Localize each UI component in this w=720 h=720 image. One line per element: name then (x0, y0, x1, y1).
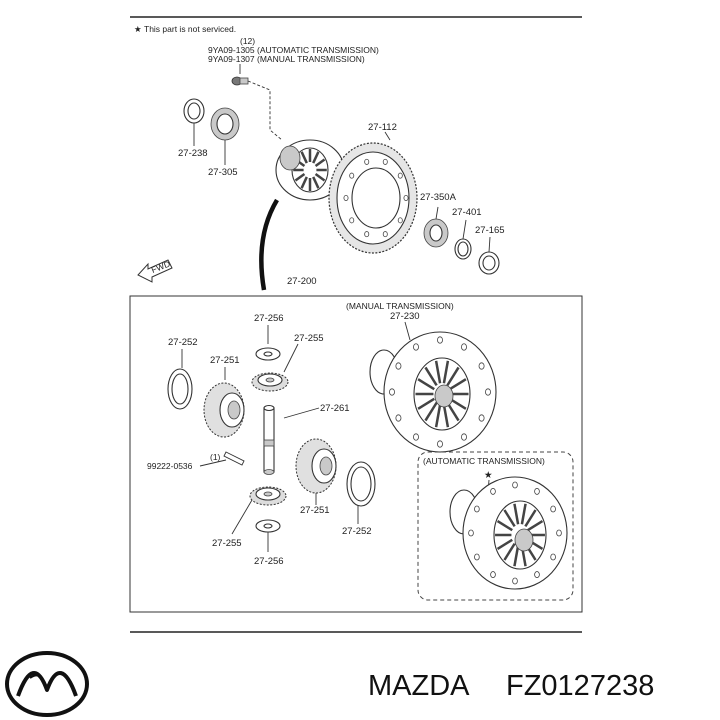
label-27-252-left: 27-252 (168, 337, 198, 348)
bearing-right (423, 218, 449, 248)
pinion-gear-bottom (249, 486, 287, 506)
label-27-256-top: 27-256 (254, 313, 284, 324)
label-27-255-bottom: 27-255 (212, 538, 242, 549)
label-27-255-top: 27-255 (294, 333, 324, 344)
bearing-left (210, 107, 240, 141)
label-27-200: 27-200 (287, 276, 317, 287)
shim-ring (454, 238, 472, 260)
thrust-washer-left (167, 368, 193, 410)
label-27-305: 27-305 (208, 167, 238, 178)
bolt-qty: (12) (240, 36, 255, 46)
label-27-230: 27-230 (390, 311, 420, 322)
exploded-box (129, 295, 583, 613)
thrust-washer-right (346, 461, 376, 507)
manual-title: (MANUAL TRANSMISSION) (346, 301, 454, 311)
thrust-washer-top (255, 347, 281, 361)
pin-code: 99222-0536 (147, 461, 193, 471)
side-gear-right (295, 438, 337, 494)
footer-brand: MAZDA (368, 670, 470, 702)
thrust-washer-bottom (255, 519, 281, 533)
label-27-165: 27-165 (475, 225, 505, 236)
label-27-256-bottom: 27-256 (254, 556, 284, 567)
oil-seal-right (478, 251, 500, 275)
pinion-gear-top (251, 372, 289, 392)
bolt-code-auto: 9YA09-1305 (AUTOMATIC TRANSMISSION) (208, 45, 379, 55)
label-27-401: 27-401 (452, 207, 482, 218)
label-27-261: 27-261 (320, 403, 350, 414)
differential-case-automatic (449, 476, 568, 590)
lock-pin-icon (223, 451, 245, 466)
pinion-shaft (263, 404, 275, 475)
side-gear-left (203, 382, 245, 438)
notice-star: ★ (134, 24, 142, 34)
bolt-code-manual: 9YA09-1307 (MANUAL TRANSMISSION) (208, 54, 365, 64)
label-27-238: 27-238 (178, 148, 208, 159)
fwd-arrow-icon: FWD (137, 259, 173, 283)
label-27-252-right: 27-252 (342, 526, 372, 537)
automatic-star: ★ (484, 470, 493, 481)
label-27-251-right: 27-251 (300, 505, 330, 516)
footer-part-number: FZ0127238 (506, 670, 654, 702)
oil-seal-left (183, 98, 205, 124)
mazda-logo-icon (5, 651, 89, 717)
notice-text: This part is not serviced. (144, 24, 236, 34)
label-27-350a: 27-350A (420, 192, 457, 203)
pin-qty: (1) (210, 452, 221, 462)
bolt-icon (231, 76, 283, 141)
differential-case-manual (369, 331, 497, 453)
ring-gear (328, 142, 418, 254)
automatic-title: (AUTOMATIC TRANSMISSION) (423, 456, 545, 466)
differential-case-assembly (275, 139, 345, 201)
label-27-251-left: 27-251 (210, 355, 240, 366)
label-27-112: 27-112 (368, 122, 397, 133)
